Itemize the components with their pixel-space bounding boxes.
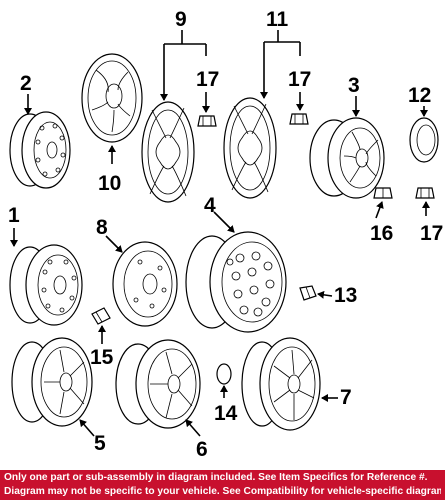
callout-17b: 17 [288, 68, 311, 91]
center-cap-14 [216, 363, 232, 385]
center-cap-12 [409, 117, 439, 163]
callout-16: 16 [370, 222, 393, 245]
callout-labels: 2 10 9 17 11 17 3 12 16 17 1 8 4 13 15 5… [8, 8, 443, 461]
callout-6: 6 [196, 438, 208, 461]
lug-nut-cap-17b [289, 113, 309, 125]
lug-nut-16 [373, 187, 393, 199]
disclaimer-line-2: Diagram may not be specific to your vehi… [4, 486, 441, 497]
callout-17c: 17 [420, 222, 443, 245]
callout-13: 13 [334, 284, 357, 307]
alloy-wheel-7 [241, 337, 321, 431]
callout-11: 11 [266, 8, 289, 31]
callout-4: 4 [204, 194, 216, 217]
lug-nut-13 [299, 285, 317, 301]
mesh-wheel-4 [185, 231, 287, 333]
leader-lines [10, 30, 430, 437]
callout-5: 5 [94, 432, 106, 455]
steel-wheel-2 [9, 111, 71, 189]
trim-ring-8 [112, 241, 178, 327]
lug-nut-cap-17c [415, 187, 435, 199]
alloy-wheel-3 [309, 117, 385, 199]
lug-nut-cap-17a [197, 115, 217, 127]
disclaimer-banner: Only one part or sub-assembly in diagram… [0, 470, 445, 500]
callout-8: 8 [96, 216, 108, 239]
callout-1: 1 [8, 204, 20, 227]
callout-3: 3 [348, 74, 360, 97]
wheel-cover-11 [223, 97, 277, 199]
callout-17a: 17 [196, 68, 219, 91]
alloy-wheel-5 [11, 337, 93, 427]
valve-stem-15 [91, 307, 111, 325]
disclaimer-line-1: Only one part or sub-assembly in diagram… [4, 472, 428, 483]
callout-9: 9 [175, 8, 187, 31]
wheel-cover-9 [141, 101, 195, 203]
callout-14: 14 [214, 402, 238, 425]
callout-2: 2 [20, 72, 32, 95]
callout-10: 10 [98, 172, 121, 195]
wheel-cover-10 [81, 53, 143, 143]
callout-12: 12 [408, 84, 431, 107]
callout-15: 15 [90, 346, 114, 369]
alloy-wheel-6 [115, 339, 201, 429]
callout-7: 7 [340, 386, 352, 409]
steel-wheel-1 [9, 244, 83, 326]
